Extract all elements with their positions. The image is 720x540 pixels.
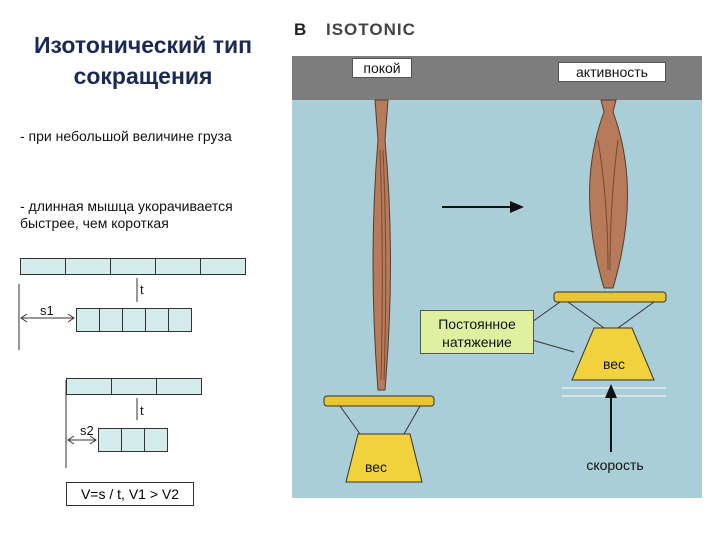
active-label: активность [558, 62, 666, 82]
weight-label-active: вес [602, 356, 626, 372]
isotonic-artwork [292, 56, 702, 498]
s1-label: s1 [40, 303, 54, 318]
note-long-muscle: - длинная мышца укорачивается быстрее, ч… [20, 198, 233, 232]
long-muscle-rest-bar [20, 258, 246, 275]
segment [110, 258, 156, 275]
active-muscle [589, 99, 628, 289]
segment [156, 378, 202, 395]
s1-arrow-head-left [20, 313, 28, 323]
rest-label: покой [352, 58, 412, 78]
segment [98, 428, 122, 452]
segment [121, 428, 145, 452]
title-line-2: сокращения [73, 63, 213, 89]
segment [65, 258, 111, 275]
panel-heading: ISOTONIC [326, 20, 416, 39]
s2-arrow-head-left [67, 435, 75, 445]
speed-label: скорость [586, 457, 644, 473]
weight-label-rest: вес [364, 459, 388, 475]
segment [122, 308, 146, 332]
segment [155, 258, 201, 275]
s2-arrow-head-right [89, 435, 97, 445]
isotonic-illustration: B ISOTONIC покой активность Постоянное н… [292, 0, 720, 540]
segment [20, 258, 66, 275]
segment [76, 308, 100, 332]
rest-weight-assembly [323, 395, 435, 483]
segment [145, 308, 169, 332]
tension-line-2: натяжение [442, 334, 512, 350]
arrow-right-icon [442, 201, 524, 213]
constant-tension-label: Постоянное натяжение [420, 310, 534, 354]
arrow-up-icon [605, 384, 617, 452]
slide-title: Изотонический тип сокращения [14, 30, 272, 92]
segment [144, 428, 168, 452]
note-long-muscle-line-2: быстрее, чем короткая [20, 215, 169, 231]
s2-label: s2 [80, 423, 94, 438]
note-long-muscle-line-1: - длинная мышца укорачивается [20, 198, 233, 214]
segment [111, 378, 157, 395]
t-label-1: t [140, 282, 144, 297]
segment [99, 308, 123, 332]
active-weight-assembly [553, 291, 667, 397]
segment [66, 378, 112, 395]
velocity-formula: V=s / t, V1 > V2 [66, 482, 194, 506]
tension-line-1: Постоянное [438, 316, 516, 332]
short-muscle-contracted-bar [98, 428, 168, 452]
rest-muscle [372, 99, 391, 391]
s1-arrow-head-right [67, 313, 75, 323]
panel-letter: B [294, 20, 307, 39]
segment [200, 258, 246, 275]
tension-callout-lines [531, 301, 575, 353]
title-line-1: Изотонический тип [33, 32, 253, 58]
segment [168, 308, 192, 332]
note-small-load: - при небольшой величине груза [20, 128, 232, 144]
long-muscle-contracted-bar [76, 308, 192, 332]
t-label-2: t [140, 403, 144, 418]
short-muscle-rest-bar [66, 378, 202, 395]
